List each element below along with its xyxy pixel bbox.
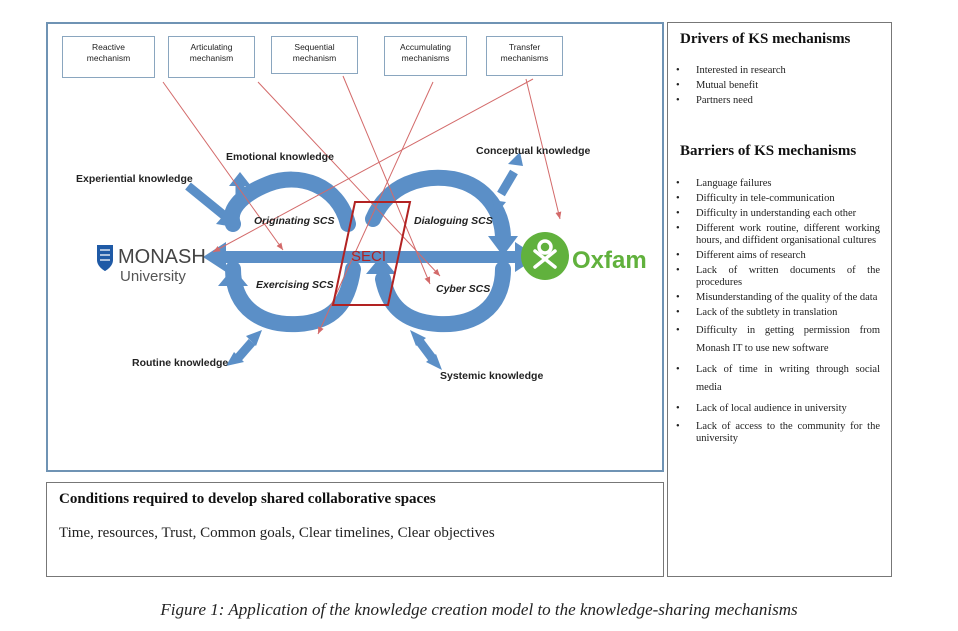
mechanism-line: mechanism — [86, 53, 131, 63]
oxfam-logo: Oxfam — [521, 232, 647, 280]
mechanism-box-articulating: Articulating mechanism — [168, 36, 255, 78]
loop-arrowhead-1 — [488, 236, 518, 256]
arrow-routine-head-1 — [226, 352, 244, 366]
barriers-item: Difficulty in understanding each other — [668, 208, 880, 220]
arrow-routine — [234, 339, 256, 361]
transfer-line — [212, 78, 534, 253]
horizontal-arrow-shaft — [220, 251, 520, 263]
mechanism-line: mechanism — [292, 53, 337, 63]
side-panel: Drivers of KS mechanisms Interested in r… — [667, 22, 892, 577]
left-loop-top — [223, 171, 356, 232]
monash-logo: MONASH University — [97, 245, 206, 285]
reactive-line — [162, 81, 284, 251]
right-loop-top — [365, 169, 511, 247]
label-originating-scs: Originating SCS — [254, 215, 335, 227]
mechanism-box-accumulating: Accumulating mechanisms — [384, 36, 467, 76]
barriers-item: Difficulty in getting permission from Mo… — [668, 322, 880, 358]
arrow-systemic-head-2 — [426, 354, 442, 370]
seci-label: SECI — [351, 248, 386, 265]
mechanism-line: Transfer — [508, 42, 541, 52]
right-loop-bottom — [375, 261, 511, 333]
conditions-title: Conditions required to develop shared co… — [59, 491, 436, 507]
mechanism-line: mechanisms — [500, 53, 549, 63]
arrow-systemic — [416, 339, 436, 361]
barriers-title: Barriers of KS mechanisms — [680, 143, 857, 159]
loop-arrowhead-2 — [366, 256, 396, 274]
barriers-item: Language failures — [668, 178, 880, 190]
mechanism-line: Reactive — [91, 42, 126, 52]
monash-name: MONASH — [118, 246, 206, 268]
label-exercising-scs: Exercising SCS — [256, 279, 334, 291]
arrow-routine-head-2 — [246, 330, 262, 346]
figure-caption: Figure 1: Application of the knowledge c… — [160, 600, 798, 619]
mechanism-line: mechanism — [189, 53, 234, 63]
mechanism-line: Articulating — [190, 42, 233, 52]
knowledge-creation-diagram: SECI Experiential knowledge Emotional kn… — [46, 22, 664, 472]
arrow-conceptual-head-1 — [508, 152, 523, 166]
diagram-canvas: SECI Experiential knowledge Emotional kn… — [76, 75, 647, 382]
barriers-item: Lack of local audience in university — [668, 400, 880, 418]
monash-sub: University — [120, 268, 186, 285]
conditions-text: Time, resources, Trust, Common goals, Cl… — [59, 525, 495, 541]
left-loop-bottom — [225, 261, 361, 333]
barriers-item: Lack of access to the community for the … — [668, 421, 880, 445]
transfer-line-2 — [525, 78, 562, 220]
arrow-conceptual — [497, 169, 518, 197]
label-conceptual-knowledge: Conceptual knowledge — [476, 145, 591, 157]
barriers-item: Lack of the subtlety in translation — [668, 307, 880, 319]
barriers-item: Lack of time in writing through social m… — [668, 361, 880, 397]
mechanism-line: mechanisms — [401, 53, 450, 63]
label-experiential-knowledge: Experiential knowledge — [76, 173, 193, 185]
mechanism-box-reactive: Reactive mechanism — [62, 36, 155, 78]
conditions-box: Conditions required to develop shared co… — [46, 482, 664, 577]
sequential-line — [342, 75, 431, 285]
arrow-conceptual-head-2 — [492, 200, 506, 214]
loop-arrowhead-3 — [218, 268, 248, 286]
accumulating-line — [317, 81, 434, 335]
mechanism-line: Accumulating — [399, 42, 452, 52]
oxfam-circle-icon — [521, 232, 569, 280]
barriers-item: Different aims of research — [668, 250, 880, 262]
label-systemic-knowledge: Systemic knowledge — [440, 370, 543, 382]
drivers-item: Interested in research — [668, 65, 878, 77]
monash-shield-icon — [97, 245, 113, 271]
label-emotional-knowledge: Emotional knowledge — [226, 151, 334, 163]
arrow-systemic-head-1 — [410, 330, 426, 346]
mechanism-line: Sequential — [294, 42, 335, 52]
drivers-title: Drivers of KS mechanisms — [680, 31, 851, 47]
label-cyber-scs: Cyber SCS — [436, 283, 490, 295]
label-dialoguing-scs: Dialoguing SCS — [414, 215, 493, 227]
mechanism-box-sequential: Sequential mechanism — [271, 36, 358, 74]
label-routine-knowledge: Routine knowledge — [132, 357, 228, 369]
drivers-item: Partners need — [668, 95, 878, 107]
oxfam-name: Oxfam — [572, 247, 647, 274]
drivers-list: Interested in research Mutual benefit Pa… — [668, 65, 878, 110]
arrow-experiential-head — [216, 207, 240, 228]
drivers-item: Mutual benefit — [668, 80, 878, 92]
barriers-item: Different work routine, different workin… — [668, 223, 880, 247]
arrow-experiential — [185, 182, 229, 221]
barriers-item: Difficulty in tele-communication — [668, 193, 880, 205]
barriers-list: Language failures Difficulty in tele-com… — [668, 178, 880, 448]
seci-box — [331, 201, 412, 306]
barriers-item: Lack of written documents of the procedu… — [668, 265, 880, 289]
barriers-item: Misunderstanding of the quality of the d… — [668, 292, 880, 304]
mechanism-box-transfer: Transfer mechanisms — [486, 36, 563, 76]
